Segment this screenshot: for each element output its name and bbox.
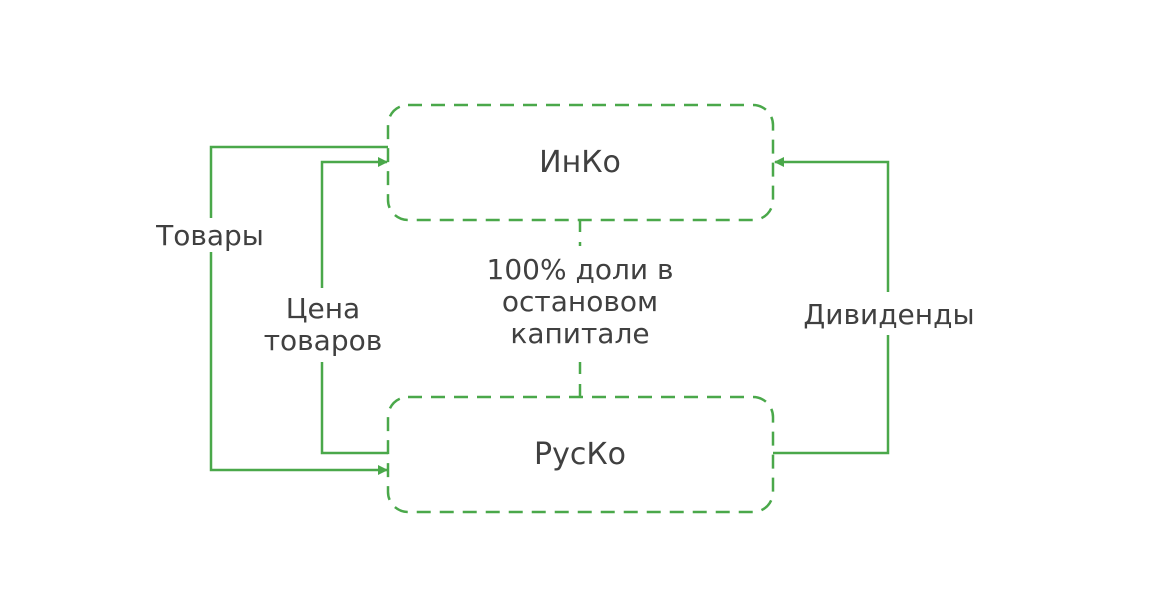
edge-goods-line-lower xyxy=(209,252,388,475)
node-inko-label: ИнКо xyxy=(539,145,621,180)
edge-goods-price-line-upper xyxy=(320,157,388,288)
node-rusko: РусКо xyxy=(386,395,775,514)
edge-ownership-label-line1: 100% доли в xyxy=(487,253,674,286)
edge-dividends-label: Дивиденды xyxy=(803,298,974,331)
edge-goods: Товары xyxy=(155,145,388,475)
node-inko: ИнКо xyxy=(386,103,775,222)
edge-dividends-line-upper xyxy=(774,157,890,292)
edge-dividends-line-lower xyxy=(773,335,890,455)
edge-goods-line-upper xyxy=(209,145,388,218)
edge-goods-price-line-lower xyxy=(320,362,388,455)
node-rusko-label: РусКо xyxy=(534,437,626,472)
edge-ownership: 100% доли в остановом капитале xyxy=(487,220,674,397)
edge-goods-price-label-line1: Цена xyxy=(286,292,360,325)
node-rusko-box xyxy=(386,395,775,514)
edge-ownership-label-line3: капитале xyxy=(510,317,649,350)
edge-goods-label: Товары xyxy=(155,219,264,252)
edge-goods-price-label-line2: товаров xyxy=(264,324,383,357)
edge-ownership-label-line2: остановом xyxy=(502,285,658,318)
edge-dividends: Дивиденды xyxy=(773,157,975,455)
edge-goods-price: Цена товаров xyxy=(264,157,388,455)
